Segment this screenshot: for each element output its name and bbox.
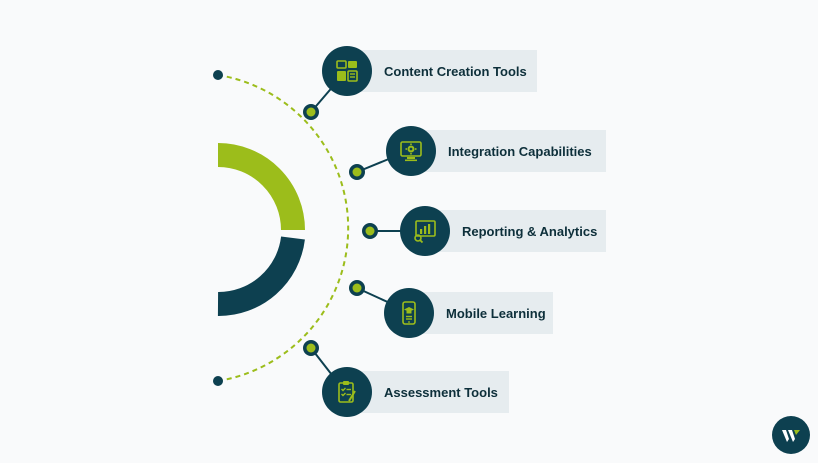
feature-label-box-2: Integration Capabilities [410,130,606,172]
mobile-learning-icon [384,288,434,338]
feature-label-3: Reporting & Analytics [462,223,598,239]
assessment-clipboard-icon [322,367,372,417]
feature-label-4: Mobile Learning [446,305,546,321]
half-ring-bottom-segment [217,236,305,317]
feature-label-box-1: Content Creation Tools [346,50,537,92]
arc-end-dot-bottom [213,376,223,386]
analytics-monitor-icon [400,206,450,256]
arc-node-2 [349,164,365,180]
feature-label-1: Content Creation Tools [384,63,527,79]
arc-node-3 [362,223,378,239]
content-creation-icon [322,46,372,96]
half-ring-top-segment [217,143,305,231]
arc-node-1 [303,104,319,120]
arc-node-5 [303,340,319,356]
feature-label-box-3: Reporting & Analytics [424,210,606,252]
dashed-arc [217,74,350,382]
integration-gear-icon [386,126,436,176]
arc-node-4 [349,280,365,296]
feature-label-box-5: Assessment Tools [346,371,509,413]
feature-label-5: Assessment Tools [384,384,498,400]
arc-end-dot-top [213,70,223,80]
brand-logo-icon [772,416,810,454]
feature-label-2: Integration Capabilities [448,143,592,159]
